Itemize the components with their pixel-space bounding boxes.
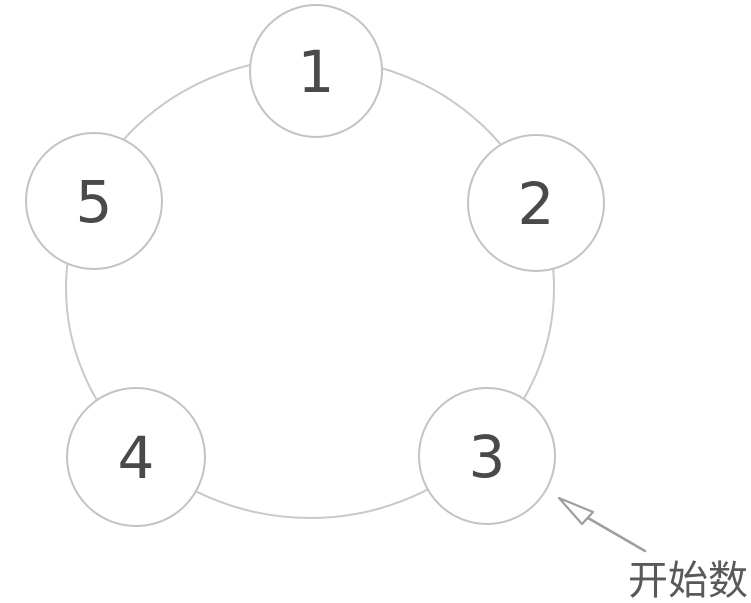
node-2: 2 xyxy=(467,134,605,272)
node-circle-4 xyxy=(66,387,206,527)
annotation-start-label: 开始数 xyxy=(628,558,748,603)
arrow-head-icon xyxy=(557,496,595,526)
start-arrow xyxy=(557,496,647,553)
node-3: 3 xyxy=(418,387,556,525)
node-4: 4 xyxy=(66,387,206,527)
node-label-2: 2 xyxy=(518,170,555,238)
arrow-line xyxy=(586,516,647,553)
node-circle-5 xyxy=(25,132,163,270)
node-5: 5 xyxy=(25,132,163,270)
node-label-3: 3 xyxy=(469,423,506,491)
node-label-5: 5 xyxy=(76,168,113,236)
node-1: 1 xyxy=(249,4,383,138)
node-circle-2 xyxy=(467,134,605,272)
node-label-4: 4 xyxy=(118,424,155,492)
node-label-1: 1 xyxy=(298,38,335,106)
node-circle-1 xyxy=(249,4,383,138)
node-circle-3 xyxy=(418,387,556,525)
